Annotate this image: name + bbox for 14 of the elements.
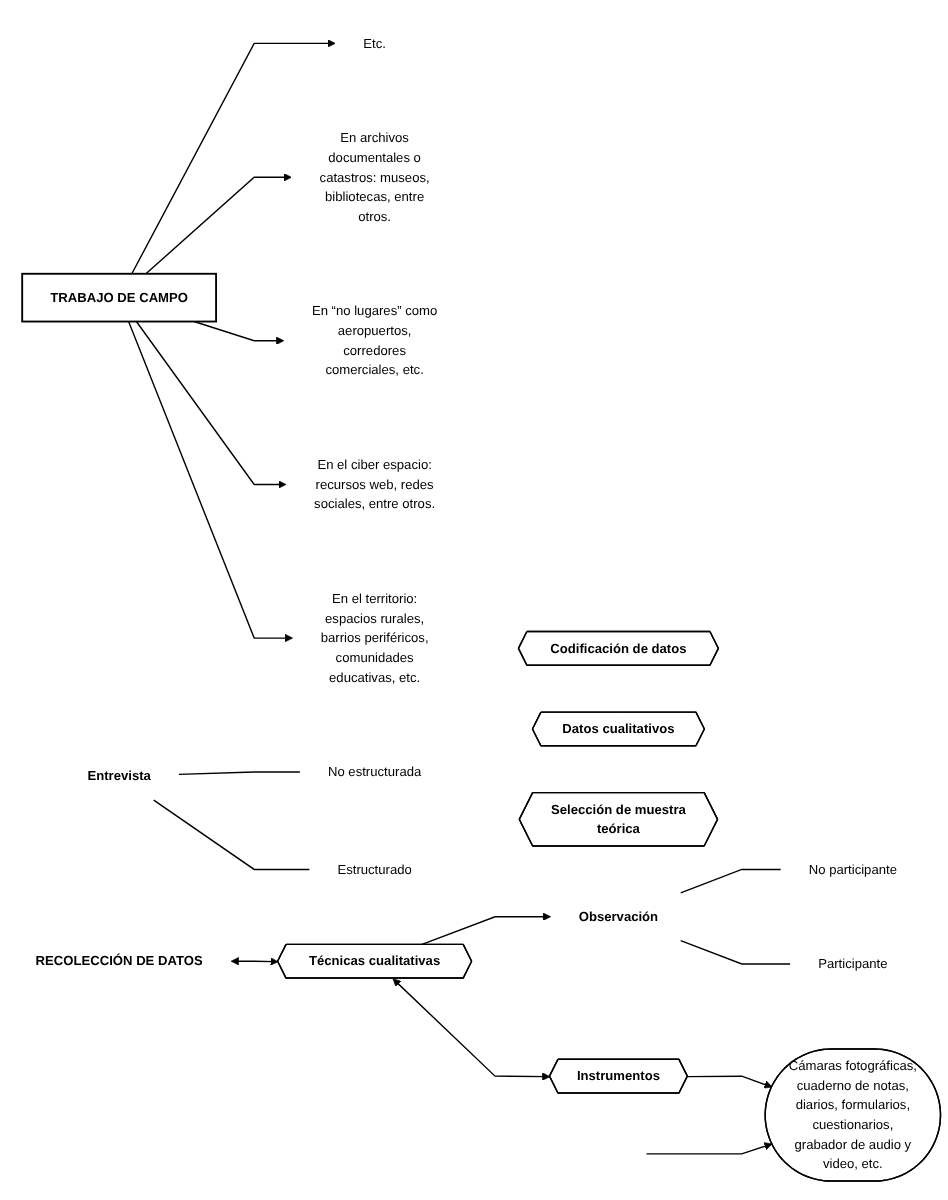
- arrow: [135, 320, 287, 489]
- arrow: [145, 172, 292, 275]
- arrow: [392, 978, 551, 1081]
- arrow: [131, 38, 336, 275]
- arrow: [420, 912, 551, 946]
- arrow: [687, 1075, 773, 1089]
- arrow: [230, 956, 279, 966]
- connector: [680, 939, 791, 965]
- arrow: [193, 320, 285, 345]
- arrow: [127, 320, 293, 642]
- arrow: [645, 1142, 773, 1155]
- connector: [178, 771, 301, 775]
- connector: [153, 799, 311, 870]
- connector: [680, 868, 782, 894]
